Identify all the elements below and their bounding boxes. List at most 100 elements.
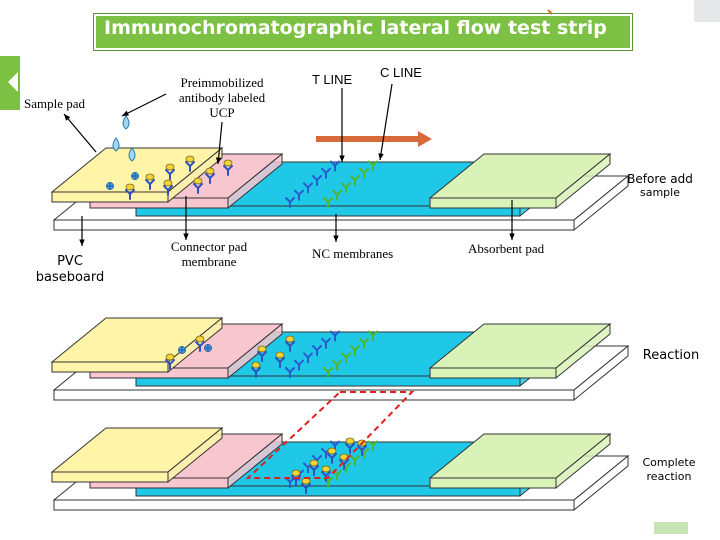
pointer-sample-pad <box>63 113 97 153</box>
strip-2-pvc-baseboard-side <box>573 344 629 402</box>
strip-2-labeled-ucp-1-particle <box>195 335 205 343</box>
strip-1-pvc-baseboard-side <box>573 174 629 232</box>
sample-droplet-0 <box>122 115 130 130</box>
strip-2-absorbent-pad-front <box>429 367 557 379</box>
pointer-sample-pad-head <box>64 114 71 121</box>
strip-1-labeled-ucp-3-antibody <box>185 161 195 172</box>
strip-3-captured-ucp-3-antibody <box>345 443 355 454</box>
strip-2-labeled-ucp-0-antibody <box>165 359 175 370</box>
reaction-zone-outline <box>245 391 415 479</box>
strip-1-c-antibody-4 <box>359 167 369 179</box>
pointer-absorbent-head <box>509 233 515 240</box>
strip-1-pvc-baseboard-front <box>53 219 575 231</box>
strip-3-sample-pad-front <box>51 471 169 483</box>
strip-3-conjugate-pad-side <box>227 432 283 490</box>
strip-2-t-antibody-5 <box>330 330 340 342</box>
strip-3-captured-ucp-5-particle <box>321 465 331 473</box>
strip-2-pvc-baseboard-front <box>53 389 575 401</box>
strip-3-captured-ucp-3-particle <box>345 437 355 445</box>
label-pvc-baseboard: PVC baseboard <box>35 254 105 285</box>
strip-3-sample-pad-side <box>167 426 223 484</box>
strip-1-c-antibody-1 <box>332 189 342 201</box>
strip-2-labeled-ucp-2-antibody <box>257 351 267 362</box>
pointer-preimmobilized-2 <box>217 121 223 165</box>
strip-2-t-antibody-0 <box>285 367 295 378</box>
strip-2-conjugate-pad-side <box>227 322 283 380</box>
strip-2-sample-molecule-0-cross <box>178 346 186 354</box>
pointer-preimmobilized-head <box>122 110 129 116</box>
pointer-preimmobilized <box>121 93 167 117</box>
strip-3-pvc-baseboard-front <box>53 499 575 511</box>
strip-2-c-antibody-1 <box>332 359 342 371</box>
strip-1-t-antibody-1 <box>294 189 304 201</box>
label-nc-membranes: NC membranes <box>312 246 394 261</box>
strip-1-labeled-ucp-2-particle <box>165 163 175 171</box>
strip-1-labeled-ucp-0-particle <box>125 183 135 191</box>
strip-3-captured-ucp-1-antibody <box>309 465 319 476</box>
strip-2-sample-pad-front <box>51 361 169 373</box>
strip-2-labeled-ucp-3-antibody <box>275 357 285 368</box>
flow-arrow-head <box>418 131 432 147</box>
strip-1-t-antibody-4 <box>321 167 331 179</box>
corner-decoration <box>694 0 720 22</box>
pointer-c-line <box>379 83 393 161</box>
strip-2-sample-pad-side <box>167 316 223 374</box>
pointer-pvc-head <box>79 239 85 246</box>
title-banner <box>94 14 632 50</box>
strip-1-labeled-ucp-2-antibody <box>165 169 175 180</box>
strip-1-labeled-ucp-4-antibody <box>205 173 215 184</box>
strip-1-sample-molecule-0-cross <box>106 182 114 190</box>
strip-3-captured-ucp-2-particle <box>327 447 337 455</box>
pointer-c-line-head <box>378 153 384 160</box>
title-accent-mark <box>547 9 553 15</box>
strip-2-labeled-ucp-4-particle <box>285 335 295 343</box>
strip-2-labeled-ucp-2-particle <box>257 345 267 353</box>
sample-droplet-1 <box>112 137 120 152</box>
strip-1-absorbent-pad-side <box>555 152 611 210</box>
strip-3-captured-ucp-7-antibody <box>357 445 367 456</box>
strip-1-c-antibody-0 <box>323 197 333 208</box>
strip-1-labeled-ucp-1-antibody <box>145 179 155 190</box>
strip-1-labeled-ucp-3-particle <box>185 155 195 163</box>
strip-2-labeled-ucp-3-particle <box>275 351 285 359</box>
strip-2-labeled-ucp-1-antibody <box>195 341 205 352</box>
strip-2-labeled-ucp-5-antibody <box>251 367 261 378</box>
strip-2-labeled-ucp-5-particle <box>251 361 261 369</box>
label-absorbent-pad: Absorbent pad <box>468 241 545 256</box>
pointer-preimmobilized-2-head <box>215 157 222 164</box>
strip-1-sample-molecule-1-cross <box>131 172 139 180</box>
strip-1-labeled-ucp-0-antibody <box>125 189 135 200</box>
pointer-connector-head <box>183 233 189 240</box>
strip-1-t-antibody-0 <box>285 197 295 208</box>
strip-1-labeled-ucp-1-particle <box>145 173 155 181</box>
strip-3-captured-ucp-2-antibody <box>327 453 337 464</box>
strip-2-c-antibody-4 <box>359 337 369 349</box>
strip-1-t-antibody-5 <box>330 160 340 172</box>
strip-3-absorbent-pad-side <box>555 432 611 490</box>
strip-2-labeled-ucp-4-antibody <box>285 341 295 352</box>
sample-droplet-2 <box>128 147 136 162</box>
strip-1-labeled-ucp-7-antibody <box>223 165 233 176</box>
label-reaction: Reaction <box>642 348 700 363</box>
strip-3-c-antibody-3 <box>350 455 360 467</box>
strip-2-c-antibody-3 <box>350 345 360 357</box>
strip-2-absorbent-pad-side <box>555 322 611 380</box>
strip-3-c-antibody-5 <box>368 440 378 452</box>
strip-3-captured-ucp-1-particle <box>309 459 319 467</box>
strip-1-labeled-ucp-4-particle <box>205 167 215 175</box>
strip-1-c-antibody-2 <box>341 182 351 194</box>
strip-3-absorbent-pad-front <box>429 477 557 489</box>
strip-1-conjugate-pad-side <box>227 152 283 210</box>
strip-1-labeled-ucp-5-particle <box>163 179 173 187</box>
strip-1-absorbent-pad-front <box>429 197 557 209</box>
pointer-nc-head <box>333 235 339 242</box>
label-connector-pad: Connector pad membrane <box>170 239 248 269</box>
strip-1-t-antibody-2 <box>303 182 313 194</box>
chevron-left-icon[interactable] <box>8 72 18 92</box>
corner-decoration-bottom <box>654 522 688 534</box>
strip-2-t-antibody-3 <box>312 345 322 357</box>
strip-1-labeled-ucp-6-antibody <box>193 183 203 194</box>
strip-2-c-antibody-5 <box>368 330 378 342</box>
pointer-t-line-head <box>339 155 345 162</box>
